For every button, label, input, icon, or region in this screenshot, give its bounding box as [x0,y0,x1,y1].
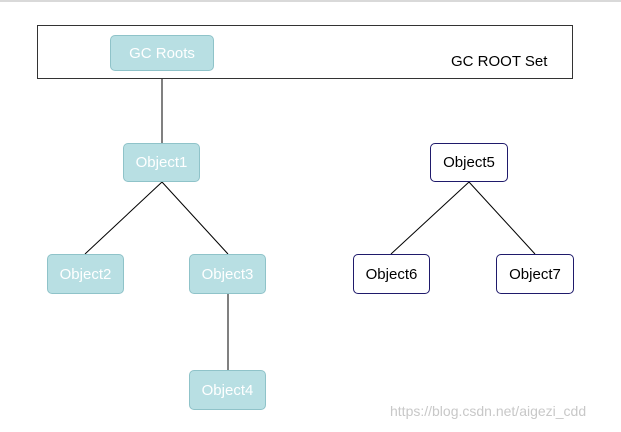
node-object5: Object5 [430,143,508,182]
top-divider [0,0,621,2]
gc-root-set-label: GC ROOT Set [451,53,548,70]
edge-object1-object2 [84,181,163,255]
node-object1: Object1 [123,143,200,182]
node-object4: Object4 [189,370,266,410]
edge-object5-object6 [390,181,470,255]
node-object3: Object3 [189,254,266,294]
node-object2: Object2 [47,254,124,294]
watermark-text: https://blog.csdn.net/aigezi_cdd [390,403,587,419]
edge-object5-object7 [468,181,536,255]
node-object7: Object7 [496,254,574,294]
node-object6: Object6 [353,254,430,294]
edge-object1-object3 [161,181,229,255]
node-gc-roots: GC Roots [110,35,214,71]
